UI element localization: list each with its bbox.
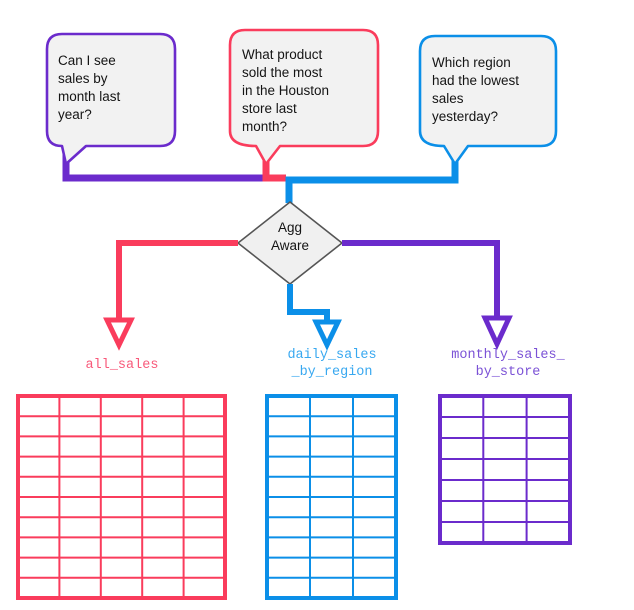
table-grid-daily-sales-by-region [265, 394, 398, 600]
connector-purple-to-monthly-sales [342, 240, 513, 350]
connector-purple-top [62, 148, 268, 182]
table-grid-all-sales [16, 394, 227, 600]
decision-diamond [236, 200, 344, 286]
speech-bubble-question-region-lowest [418, 34, 558, 166]
connector-blue-to-daily-sales [287, 284, 342, 351]
table-grid-monthly-sales-by-store [438, 394, 572, 545]
speech-bubble-question-houston-product [228, 28, 380, 166]
connector-blue-top [285, 148, 459, 203]
connector-pink-to-all-sales [103, 240, 238, 351]
speech-bubble-question-month-sales [45, 32, 177, 166]
